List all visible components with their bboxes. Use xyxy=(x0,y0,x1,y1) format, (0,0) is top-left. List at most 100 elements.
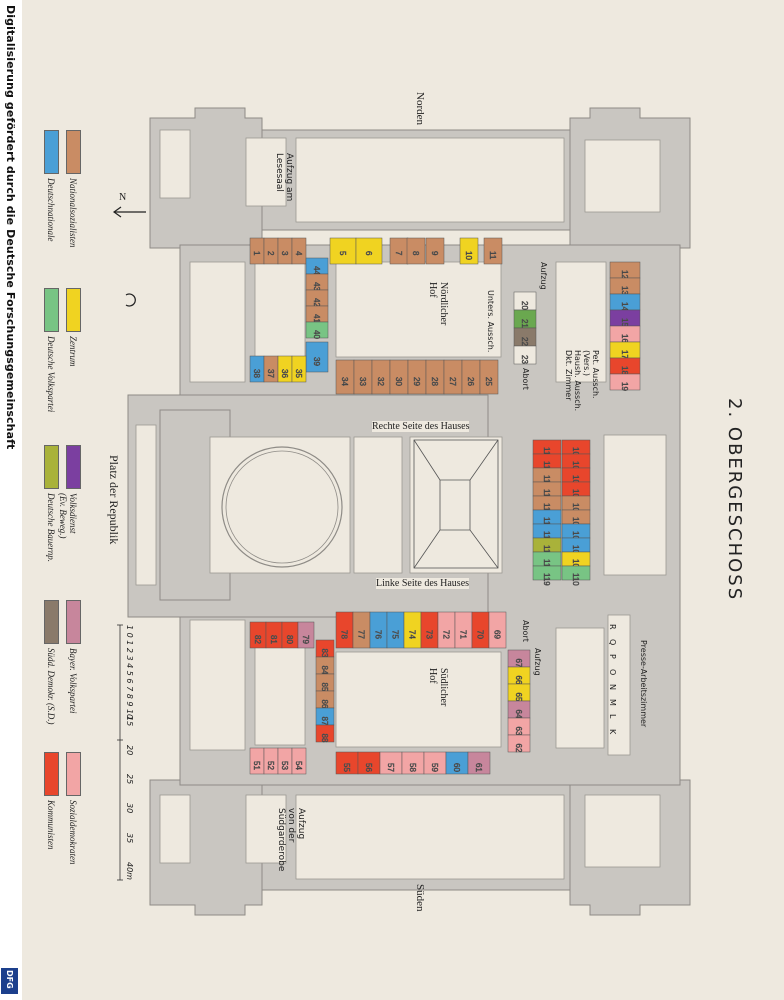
room-number: 2 xyxy=(266,251,275,256)
room-number: 77 xyxy=(357,630,366,639)
legend-label: Bayer. Volkspartei xyxy=(68,648,78,714)
room-number: 20 xyxy=(520,301,529,310)
room-number: 39 xyxy=(312,357,321,366)
legend-label: Südd. Demokr. (S.D.) xyxy=(46,648,56,725)
room-number: 63 xyxy=(514,727,523,736)
room-number: 15 xyxy=(620,318,629,327)
room-number: 61 xyxy=(474,763,483,772)
legend-label: Volksdienst (Ev. Beweg.) xyxy=(58,493,78,539)
room-number: 117 xyxy=(542,545,551,558)
room-number: 72 xyxy=(442,630,451,639)
abort-north: Abort xyxy=(521,368,530,390)
room-number: 110 xyxy=(571,573,580,586)
room-number: 55 xyxy=(342,763,351,772)
plenary-dome xyxy=(221,446,343,568)
page-title: 2. OBERGESCHOSS xyxy=(724,398,745,602)
elevator-north-label: Aufzug am Lesesaal xyxy=(274,153,294,202)
legend-swatch xyxy=(44,600,59,644)
room-cell xyxy=(483,237,503,265)
wing-left-label: Linke Seite des Hauses xyxy=(376,578,470,589)
inner-spaces xyxy=(135,129,667,880)
room-number: 59 xyxy=(430,763,439,772)
room-number: 76 xyxy=(374,630,383,639)
unters-aussch-label: Unters. Aussch. xyxy=(486,290,495,353)
direction-south: Süden xyxy=(414,884,426,912)
elevator-label: Aufzug xyxy=(539,262,548,290)
room-number: 30 xyxy=(394,377,403,386)
legend-swatch xyxy=(66,130,81,174)
courtyard-north: Nördlicher Hof xyxy=(427,282,449,326)
legend-swatch xyxy=(66,600,81,644)
room-number: 81 xyxy=(269,635,278,644)
room-cell xyxy=(291,747,307,775)
room-number: 44 xyxy=(312,266,321,275)
room-number: 65 xyxy=(514,693,523,702)
room-number: 43 xyxy=(312,282,321,291)
room-number: 27 xyxy=(448,377,457,386)
presse-room-letter: K xyxy=(608,729,617,735)
room-number: 12 xyxy=(620,270,629,279)
room-cell xyxy=(532,565,562,581)
scale-tick-label: 40m xyxy=(125,862,134,880)
room-number: 57 xyxy=(386,763,395,772)
room-number: 53 xyxy=(280,761,289,770)
room-number: 7 xyxy=(394,251,403,256)
room-number: 88 xyxy=(320,734,329,743)
room-number: 54 xyxy=(294,761,303,770)
abort-south: Abort xyxy=(521,620,530,642)
scale-tick-label: 1 0 1 2 3 4 5 6 7 8 9 10 xyxy=(125,625,134,720)
room-cell xyxy=(406,237,426,265)
room-number: 33 xyxy=(358,377,367,386)
room-number: 35 xyxy=(294,369,303,378)
room-number: 82 xyxy=(253,635,262,644)
scale-tick-label: 25 xyxy=(125,774,134,785)
room-cell xyxy=(329,237,357,265)
presse-room-letter: N xyxy=(608,684,617,690)
room-number: 56 xyxy=(364,763,373,772)
room-number: 13 xyxy=(620,286,629,295)
room-number: 85 xyxy=(320,683,329,692)
room-cell xyxy=(479,359,499,395)
room-number: 6 xyxy=(364,251,373,256)
room-number: 11 xyxy=(488,251,497,260)
room-number: 28 xyxy=(430,377,439,386)
room-number: 78 xyxy=(340,630,349,639)
legend-swatch xyxy=(44,288,59,332)
scale-tick-label: 20 xyxy=(125,745,134,756)
room-number: 17 xyxy=(620,350,629,359)
room-number: 38 xyxy=(252,369,261,378)
presse-room-letter: L xyxy=(608,714,617,719)
direction-north: Norden xyxy=(414,92,426,125)
wing-right-label: Rechte Seite des Hauses xyxy=(372,421,470,432)
compass-mark xyxy=(125,293,136,307)
room-number: 83 xyxy=(320,649,329,658)
legend-swatch xyxy=(44,752,59,796)
room-number: 22 xyxy=(520,337,529,346)
room-number: 51 xyxy=(252,761,261,770)
room-number: 87 xyxy=(320,717,329,726)
room-number: 118 xyxy=(542,559,551,572)
room-cell xyxy=(609,373,641,391)
room-cell xyxy=(488,611,507,649)
room-number: 23 xyxy=(520,355,529,364)
compass-letter: N xyxy=(119,192,126,203)
legend-label: Nationalsozialisten xyxy=(68,178,78,248)
north-arrow xyxy=(112,206,146,218)
scale-tick-label: 30 xyxy=(125,803,134,814)
room-number: 116 xyxy=(542,531,551,544)
room-number: 113 xyxy=(542,489,551,502)
room-number: 64 xyxy=(514,710,523,719)
room-number: 111 xyxy=(542,461,551,474)
room-number: 86 xyxy=(320,700,329,709)
room-number: 10 xyxy=(464,251,473,260)
room-number: 4 xyxy=(294,251,303,256)
pet-aussch-label: Pet. Aussch. (Vers.) Haush. Aussch. Dkt.… xyxy=(564,350,600,412)
room-number: 19 xyxy=(620,382,629,391)
room-number: 3 xyxy=(280,251,289,256)
presse-room-letter: R xyxy=(608,624,617,630)
room-number: 29 xyxy=(412,377,421,386)
room-cell xyxy=(291,237,307,265)
room-number: 41 xyxy=(312,314,321,323)
legend-swatch xyxy=(66,752,81,796)
legend-swatch xyxy=(66,288,81,332)
